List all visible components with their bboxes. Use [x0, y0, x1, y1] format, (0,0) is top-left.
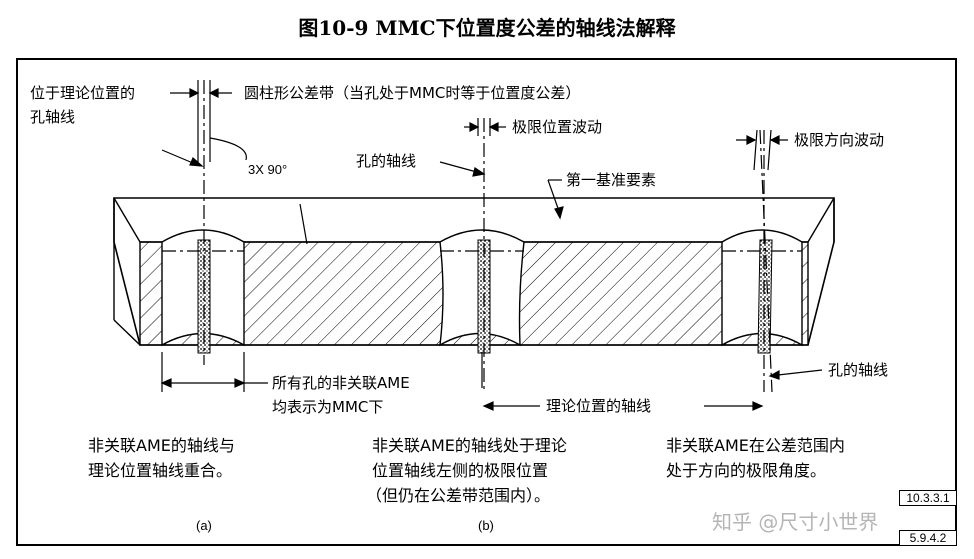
panel-letter-a: (a) — [196, 518, 212, 533]
reference-1: 10.3.3.1 — [899, 490, 957, 506]
caption-a-1: 非关联AME的轴线与 — [88, 436, 235, 455]
reference-2: 5.9.4.2 — [899, 530, 957, 546]
diagram-frame — [16, 58, 957, 546]
hole-b — [439, 229, 525, 354]
label-primary-datum: 第一基准要素 — [566, 171, 656, 189]
label-theoretical-axis-2: 孔轴线 — [30, 108, 75, 126]
label-cylindrical-tolerance-zone: 圆柱形公差带（当孔处于MMC时等于位置度公差） — [244, 84, 580, 102]
label-theoretical-axis-1: 位于理论位置的 — [30, 84, 135, 102]
hole-a — [161, 229, 245, 354]
watermark: 知乎 @尺寸小世界 — [712, 510, 879, 534]
caption-c-2: 处于方向的极限角度。 — [666, 461, 826, 480]
label-extreme-orientation-variation: 极限方向波动 — [794, 131, 884, 149]
panel-letter-b: (b) — [478, 518, 494, 533]
leaders — [160, 88, 823, 411]
center-lines — [162, 80, 802, 393]
figure-title: 图10-9 MMC下位置度公差的轴线法解释 — [298, 16, 676, 40]
label-theoretical-position-axis: 理论位置的轴线 — [546, 397, 651, 415]
label-hole-axis-c: 孔的轴线 — [828, 361, 888, 379]
label-all-holes-2: 均表示为MMC下 — [272, 398, 383, 416]
label-hole-axis-b: 孔的轴线 — [356, 152, 416, 170]
caption-b-3: （但仍在公差带范围内）。 — [366, 486, 550, 505]
caption-b-1: 非关联AME的轴线处于理论 — [372, 436, 567, 455]
label-all-holes-1: 所有孔的非关联AME — [272, 374, 410, 392]
caption-b-2: 位置轴线左侧的极限位置 — [372, 461, 548, 480]
hole-c — [721, 229, 803, 354]
caption-a-2: 理论位置轴线重合。 — [88, 461, 232, 480]
label-extreme-position-variation: 极限位置波动 — [512, 118, 602, 136]
caption-c-1: 非关联AME在公差范围内 — [666, 436, 845, 455]
label-angle-note: 3X 90° — [248, 162, 287, 177]
